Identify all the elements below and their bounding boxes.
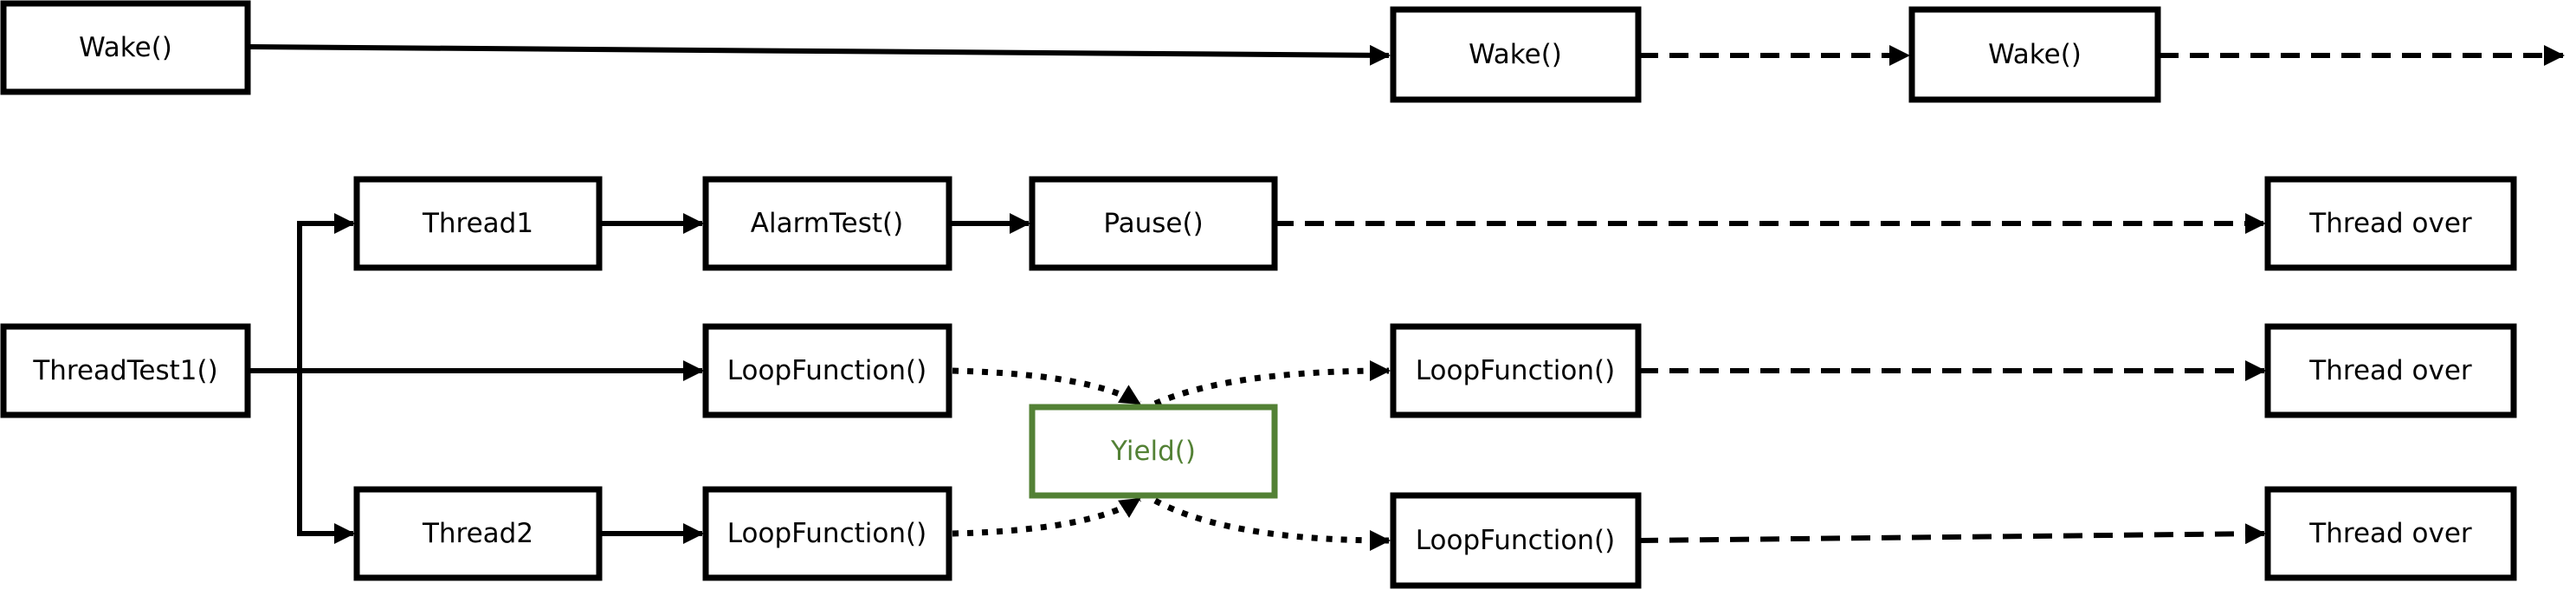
node-alarm-test: AlarmTest() — [702, 176, 952, 271]
node-loop-main-2: LoopFunction() — [1390, 323, 1642, 418]
node-thread-over-3-label: Thread over — [2308, 518, 2472, 549]
node-thread-over-2-label: Thread over — [2308, 355, 2472, 386]
node-loop-main-1-label: LoopFunction() — [727, 355, 926, 386]
node-yield: Yield() — [1029, 404, 1278, 499]
node-thread2: Thread2 — [353, 486, 603, 581]
edge-threadtest-to-thread1 — [297, 213, 355, 371]
node-loop-t2-1: LoopFunction() — [702, 486, 952, 581]
edge-loop-t2-1-to-yield — [952, 496, 1141, 537]
node-thread-over-3: Thread over — [2264, 486, 2517, 581]
node-loop-t2-1-label: LoopFunction() — [727, 518, 926, 549]
node-wake-mid: Wake() — [1390, 6, 1642, 103]
node-thread1: Thread1 — [353, 176, 603, 271]
node-pause-label: Pause() — [1103, 208, 1203, 239]
node-loop-main-1: LoopFunction() — [702, 323, 952, 418]
node-wake-end: Wake() — [1908, 6, 2161, 103]
node-loop-t2-2-label: LoopFunction() — [1416, 525, 1615, 556]
node-wake-start: Wake() — [0, 0, 251, 95]
node-thread2-label: Thread2 — [422, 518, 533, 549]
edge-yield-to-loop-t2-2 — [1153, 497, 1391, 551]
edge-yield-to-loop-main-2 — [1153, 360, 1391, 407]
node-thread-test-label: ThreadTest1() — [32, 355, 217, 386]
node-thread-test: ThreadTest1() — [0, 323, 251, 418]
node-loop-t2-2: LoopFunction() — [1390, 492, 1642, 589]
node-loop-main-2-label: LoopFunction() — [1416, 355, 1615, 386]
edge-wake-start-to-wake-mid — [247, 44, 1391, 66]
edge-threadtest-to-thread2 — [297, 371, 355, 544]
nodes: Wake() Wake() Wake() ThreadTest1() Threa… — [0, 0, 2517, 589]
node-thread1-label: Thread1 — [422, 208, 533, 239]
node-thread-over-1-label: Thread over — [2308, 208, 2472, 239]
node-thread-over-1: Thread over — [2264, 176, 2517, 271]
node-yield-label: Yield() — [1110, 436, 1196, 467]
node-wake-start-label: Wake() — [79, 32, 172, 63]
edges — [247, 44, 2565, 551]
edge-loop-t2-2-to-thread-over-3 — [1638, 523, 2266, 545]
node-pause: Pause() — [1029, 176, 1278, 271]
edge-loop-main-1-to-yield — [952, 367, 1141, 406]
node-wake-end-label: Wake() — [1988, 39, 2082, 70]
node-alarm-test-label: AlarmTest() — [751, 208, 903, 239]
node-wake-mid-label: Wake() — [1469, 39, 1562, 70]
node-thread-over-2: Thread over — [2264, 323, 2517, 418]
